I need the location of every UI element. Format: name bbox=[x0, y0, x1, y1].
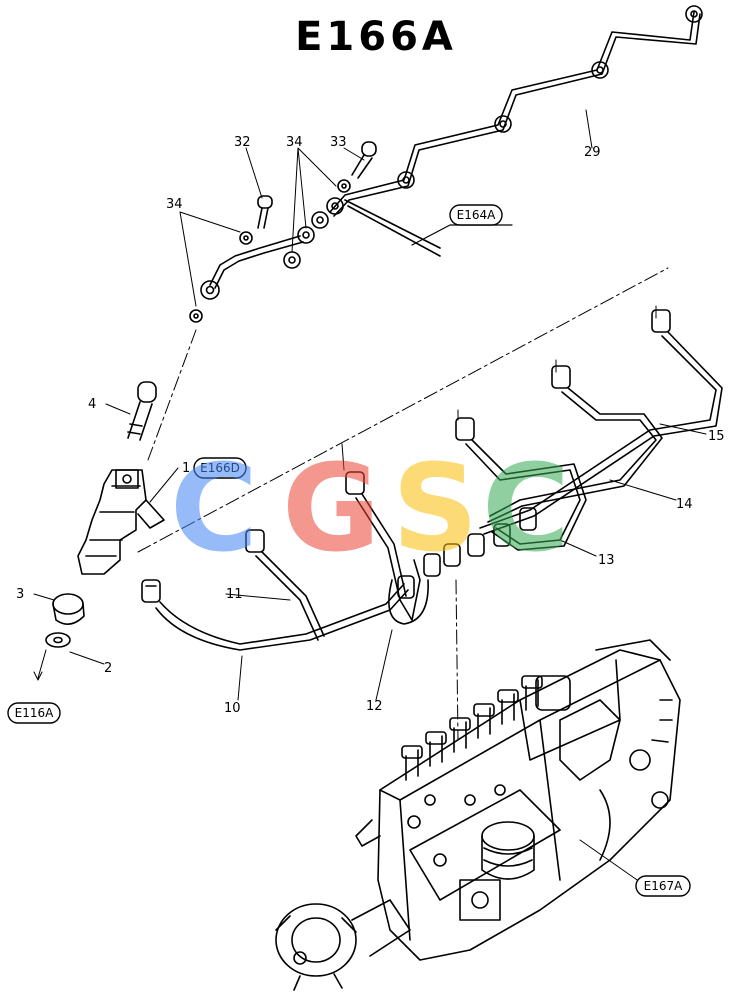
label-11: 11 bbox=[226, 587, 243, 602]
bolt-4 bbox=[127, 381, 157, 441]
watermark-letter: C bbox=[170, 440, 258, 579]
bolt-32 bbox=[239, 195, 273, 245]
svg-text:E164A: E164A bbox=[457, 208, 496, 222]
svg-text:E166D: E166D bbox=[200, 461, 240, 475]
return-pipe-29 bbox=[200, 5, 703, 300]
label-2: 2 bbox=[104, 661, 112, 676]
label-29: 29 bbox=[584, 145, 601, 160]
injection-pipes bbox=[141, 309, 723, 651]
label-1: 1 bbox=[182, 461, 190, 476]
washer-2 bbox=[45, 632, 71, 648]
watermark-letter: G bbox=[282, 440, 381, 579]
ref-box-e166d: E166D bbox=[193, 457, 247, 479]
label-33: 33 bbox=[330, 135, 347, 150]
svg-text:E167A: E167A bbox=[644, 879, 683, 893]
label-15: 15 bbox=[708, 429, 725, 444]
label-34-left: 34 bbox=[166, 197, 183, 212]
label-32: 32 bbox=[234, 135, 251, 150]
cap-3 bbox=[52, 593, 85, 625]
injection-pump bbox=[275, 639, 681, 991]
svg-text:E116A: E116A bbox=[15, 706, 54, 720]
watermark-letter: S bbox=[392, 440, 478, 579]
ref-box-e167a: E167A bbox=[635, 875, 691, 897]
label-12: 12 bbox=[366, 699, 383, 714]
label-10: 10 bbox=[224, 701, 241, 716]
label-14: 14 bbox=[676, 497, 693, 512]
ref-box-e164a: E164A bbox=[449, 204, 503, 226]
ref-box-e116a: E116A bbox=[7, 702, 61, 724]
injector-nozzle bbox=[77, 469, 165, 575]
label-3: 3 bbox=[16, 587, 24, 602]
watermark-letter: C bbox=[482, 440, 570, 579]
label-34-top: 34 bbox=[286, 135, 303, 150]
label-4: 4 bbox=[88, 397, 96, 412]
watermark: C G S C bbox=[170, 440, 570, 579]
bolt-33 bbox=[337, 141, 377, 193]
label-13: 13 bbox=[598, 553, 615, 568]
part-labels: 1 2 3 4 10 11 12 13 14 15 29 32 33 34 34 bbox=[16, 135, 725, 716]
diagram-title: E166A bbox=[295, 14, 457, 60]
